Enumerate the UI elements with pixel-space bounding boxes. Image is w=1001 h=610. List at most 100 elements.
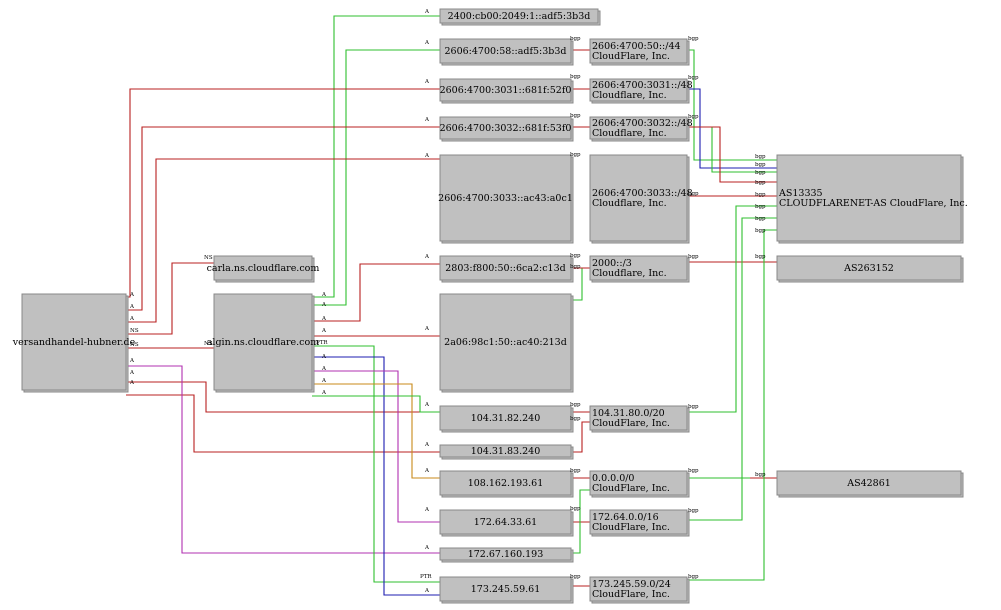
as-173 [687,229,777,581]
node-label: Cloudflare, Inc. [592,90,667,101]
edge-label-bgp: bgp [755,180,766,186]
as-104 [687,205,777,413]
node-box [439,116,572,140]
node-ip-3033[interactable]: 2606:4700:3033::ac43:a0c1 [438,154,574,244]
edge-label-a: A [424,468,430,474]
node-ip-3031[interactable]: 2606:4700:3031::681f:52f0 [439,78,574,104]
node-label: carla.ns.cloudflare.com [207,263,320,274]
node-box [439,444,572,458]
edge-label-bgp: bgp [755,204,766,210]
bgp-172-67 [571,489,590,554]
node-label: AS263152 [843,263,894,274]
edge-label-a: A [321,328,327,334]
node-box [589,38,688,64]
node-label: algin.ns.cloudflare.com [207,337,319,348]
node-label: CloudFlare, Inc. [592,522,670,533]
node-label: 2606:4700:3031::681f:52f0 [440,85,572,96]
edge-label-a: A [129,358,135,364]
edge-label-bgp: bgp [570,253,581,259]
edge-label-a: A [129,316,135,322]
edge-label-bgp: bgp [755,472,766,478]
edge-label-bgp: bgp [570,264,581,270]
edge-label-a: A [321,390,327,396]
edge-label-a: A [129,380,135,386]
node-label: 172.67.160.193 [468,549,544,560]
node-label: 2a06:98c1:50::ac40:213d [444,337,567,348]
node-ip-2400[interactable]: 2400:cb00:2049:1::adf5:3b3d [439,8,601,26]
edge-label-a: A [424,442,430,448]
bgp-104-83 [571,421,590,453]
edge-algin-108 [312,383,440,479]
node-label: CloudFlare, Inc. [592,589,670,600]
node-box [776,470,962,496]
node-algin[interactable]: algin.ns.cloudflare.com [207,293,319,393]
edge-label-bgp: bgp [688,36,699,42]
node-label: CloudFlare, Inc. [592,418,670,429]
edge-versand-104-82 [126,381,440,413]
node-label: Cloudflare, Inc. [592,268,667,279]
edge-label-a: A [321,316,327,322]
edge-label-a: A [424,402,430,408]
node-box [21,293,127,391]
node-as263152[interactable]: AS263152 [776,255,964,283]
edge-label-a: A [424,326,430,332]
edge-label-bgp: bgp [570,574,581,580]
node-label: 2000::/3 [592,258,632,269]
edge-label-ns: NS [204,255,213,261]
node-ip-3032[interactable]: 2606:4700:3032::681f:53f0 [439,116,574,142]
as-3031 [687,88,777,169]
edge-label-bgp: bgp [688,75,699,81]
node-label: 0.0.0.0/0 [592,473,634,484]
node-label: 2803:f800:50::6ca2:c13d [445,263,565,274]
node-box [439,576,572,602]
node-box [776,154,962,242]
node-box [439,470,572,496]
edge-label-a: A [129,292,135,298]
node-box [589,470,688,496]
node-label: 2606:4700:3032::681f:53f0 [440,123,572,134]
graph-edges [126,15,777,596]
node-ip-2803[interactable]: 2803:f800:50::6ca2:c13d [439,255,574,283]
edge-label-bgp: bgp [688,254,699,260]
node-as42861[interactable]: AS42861 [776,470,964,498]
node-label: 2606:4700:3033::ac43:a0c1 [438,193,573,204]
edge-label-bgp: bgp [755,228,766,234]
edge-label-bgp: bgp [755,154,766,160]
edge-label-bgp: bgp [570,468,581,474]
node-ip-104-82[interactable]: 104.31.82.240 [439,405,574,433]
node-ip-104-83[interactable]: 104.31.83.240 [439,444,574,460]
node-box [213,293,313,391]
node-box [439,547,572,561]
edge-label-bgp: bgp [755,254,766,260]
node-label: AS13335 [778,188,823,199]
node-box [439,509,572,535]
node-ip-2a06[interactable]: 2a06:98c1:50::ac40:213d [439,293,574,393]
edge-label-bgp: bgp [570,416,581,422]
node-label: 173.245.59.61 [471,584,541,595]
node-label: 2400:cb00:2049:1::adf5:3b3d [448,11,591,22]
node-ip-172-64[interactable]: 172.64.33.61 [439,509,574,537]
node-box [589,255,688,281]
node-ip-172-67[interactable]: 172.67.160.193 [439,547,574,563]
node-carla[interactable]: carla.ns.cloudflare.com [207,255,320,283]
node-label: versandhandel-hubner.de [12,337,136,348]
node-ip-173[interactable]: 173.245.59.61 [439,576,574,604]
node-label: 104.31.82.240 [471,413,541,424]
node-ip-2606-58[interactable]: 2606:4700:58::adf5:3b3d [439,38,574,66]
node-ip-108[interactable]: 108.162.193.61 [439,470,574,498]
edge-label-bgp: bgp [755,170,766,176]
node-box [776,255,962,281]
node-box [589,405,688,431]
node-versand[interactable]: versandhandel-hubner.de [12,293,136,393]
edge-label-ptr: PTR [316,340,328,346]
